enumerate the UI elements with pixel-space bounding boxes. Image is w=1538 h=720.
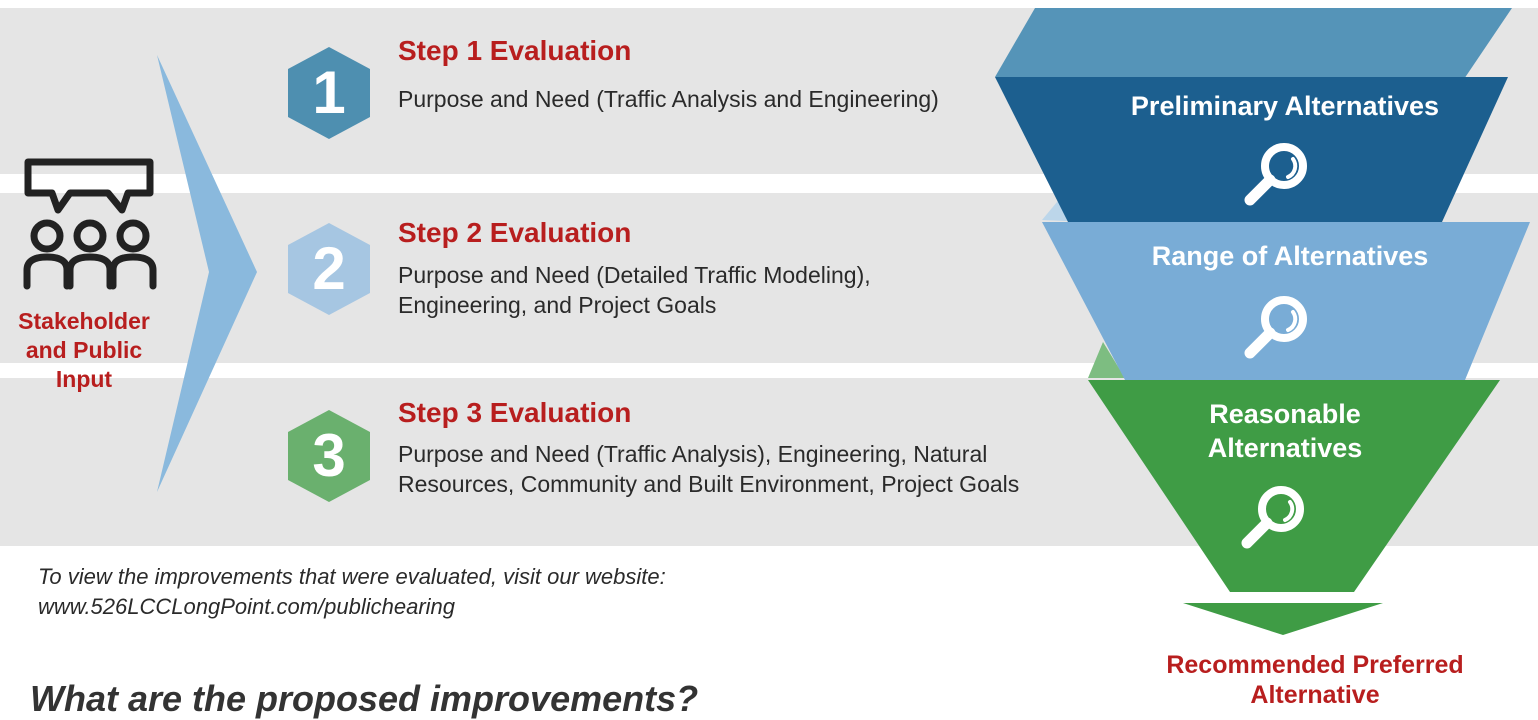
step-2-hexagon — [288, 223, 370, 315]
step-3-description: Purpose and Need (Traffic Analysis), Eng… — [398, 441, 1020, 497]
funnel-label-preliminary: Preliminary Alternatives — [1130, 91, 1440, 121]
stakeholder-label: Stakeholder and Public Input — [18, 308, 150, 392]
magnifier-icon — [1241, 486, 1304, 549]
funnel-segment-reasonable — [1088, 380, 1500, 592]
step-2-description: Purpose and Need (Detailed Traffic Model… — [398, 262, 871, 318]
funnel-low-back — [1088, 342, 1125, 378]
step-1-number: 1 — [312, 59, 346, 126]
step-1-hexagon — [288, 47, 370, 139]
recommended-alternative-label: Recommended Preferred Alternative — [1166, 651, 1464, 709]
section-heading: What are the proposed improvements? — [30, 678, 699, 719]
step-3-hexagon — [288, 410, 370, 502]
step-2-number: 2 — [312, 235, 346, 302]
funnel-output-arrow — [1183, 603, 1383, 635]
step-2-title: Step 2 Evaluation — [398, 217, 632, 248]
process-arrow — [157, 55, 257, 492]
step-3-number: 3 — [312, 422, 346, 489]
step-3-title: Step 3 Evaluation — [398, 397, 632, 428]
stakeholder-group-icon — [23, 158, 157, 290]
funnel-top-back — [995, 8, 1512, 85]
funnel-segment-preliminary — [995, 77, 1508, 222]
magnifier-icon — [1244, 296, 1307, 359]
step-1-description: Purpose and Need (Traffic Analysis and E… — [398, 86, 939, 112]
magnifier-icon — [1244, 143, 1307, 206]
website-note: To view the improvements that were evalu… — [38, 564, 666, 619]
funnel-label-reasonable: Reasonable Alternatives — [1207, 399, 1363, 463]
step-1-title: Step 1 Evaluation — [398, 35, 632, 66]
funnel-label-range: Range of Alternatives — [1151, 241, 1429, 271]
